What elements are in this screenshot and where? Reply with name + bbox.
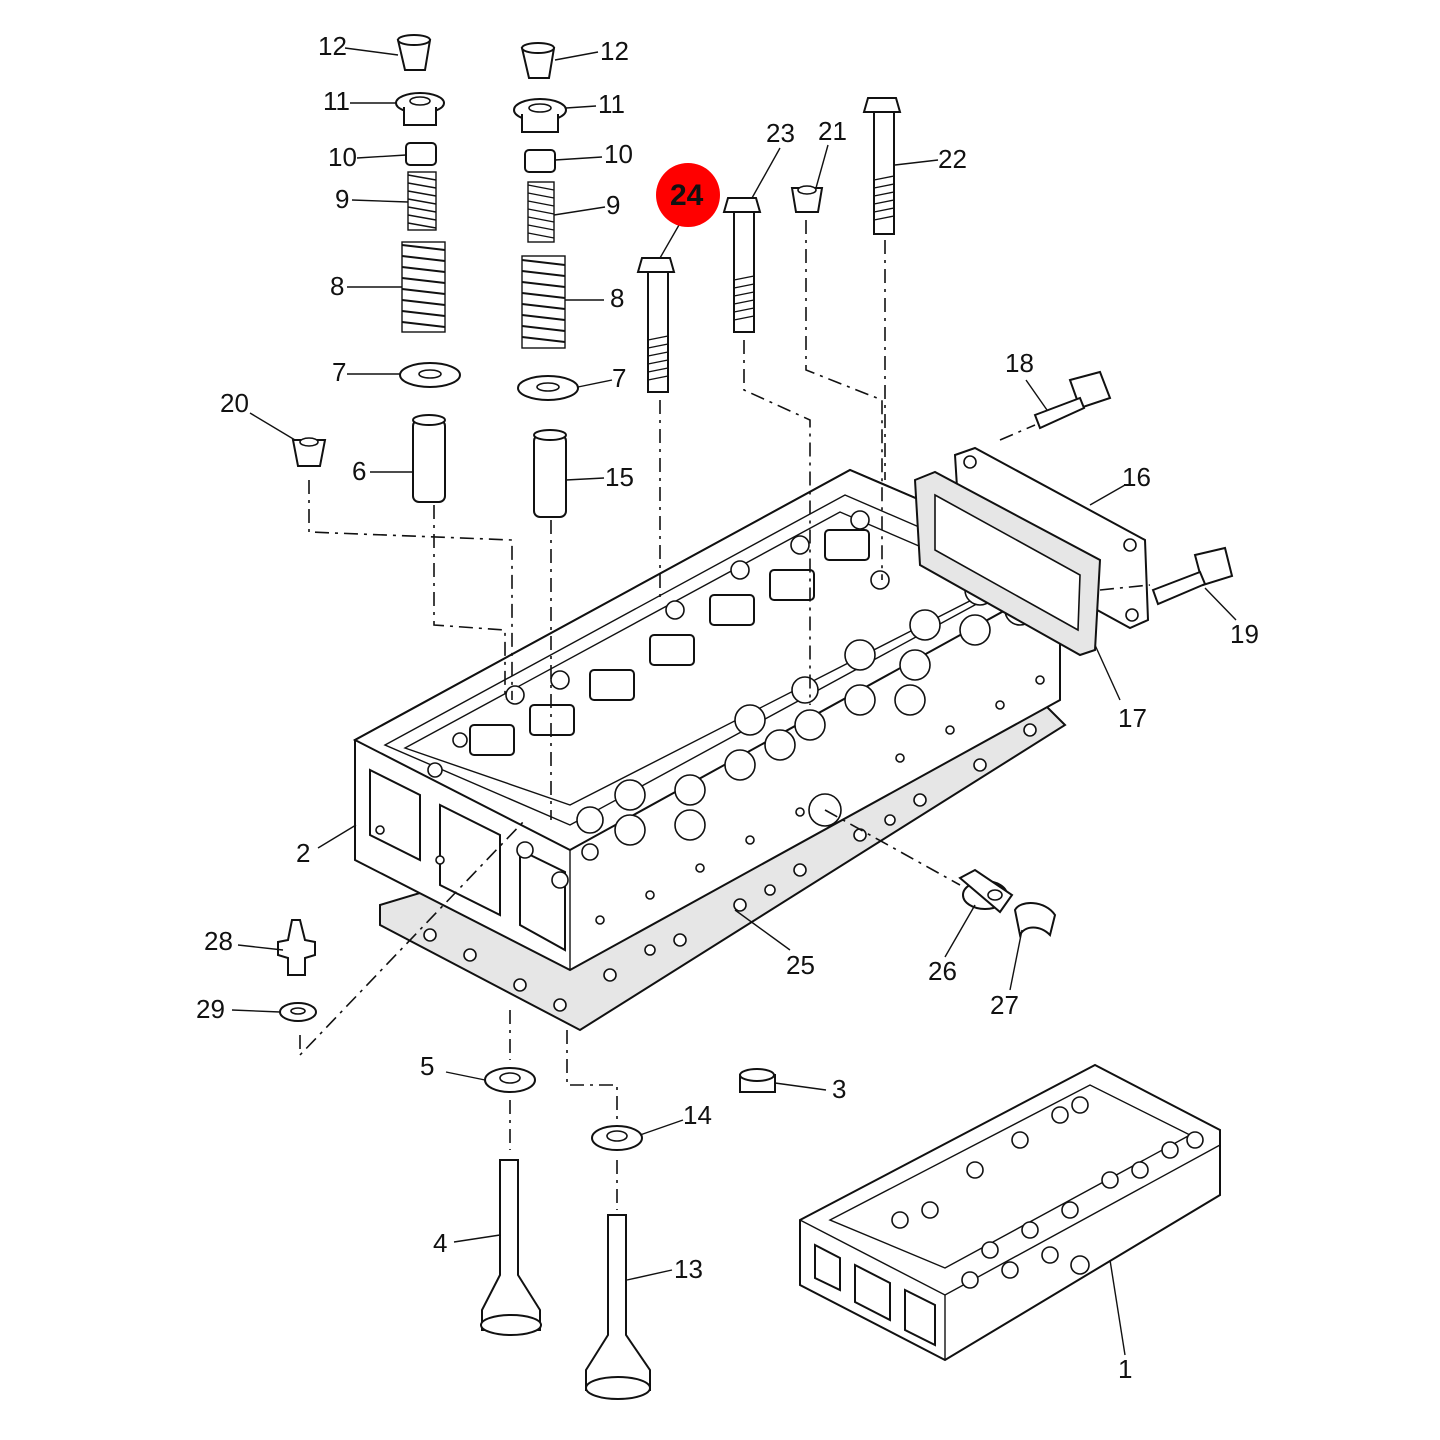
callout-labels: 12 12 11 11 10 10 9 9 8 8 7 7 6 15 20 24…: [196, 31, 1259, 1384]
callout-7-right: 7: [612, 363, 626, 393]
alignment-lines: [299, 220, 1151, 1210]
callout-8-left: 8: [330, 271, 344, 301]
plug-20: [291, 437, 327, 467]
leader-lines: [231, 47, 1237, 1356]
callout-10-right: 10: [604, 139, 633, 169]
callout-21: 21: [818, 116, 847, 146]
fitting-26: [958, 868, 1014, 914]
valve-seal-5: [484, 1067, 536, 1093]
callout-4: 4: [433, 1228, 447, 1258]
callout-1: 1: [1118, 1354, 1132, 1384]
callout-14: 14: [683, 1100, 712, 1130]
callout-12-right: 12: [600, 36, 629, 66]
bolt-22: [862, 97, 902, 235]
callout-29: 29: [196, 994, 225, 1024]
callout-16: 16: [1122, 462, 1151, 492]
highlight-marker: [656, 163, 720, 227]
inlet-valve: [585, 1214, 651, 1400]
callout-2: 2: [296, 838, 310, 868]
callout-22: 22: [938, 144, 967, 174]
callout-3: 3: [832, 1074, 846, 1104]
callout-23: 23: [766, 118, 795, 148]
bolt-18: [1033, 370, 1112, 430]
callout-19: 19: [1230, 619, 1259, 649]
gasket-17: [913, 470, 1102, 657]
washer-29: [279, 1002, 317, 1022]
bolt-19: [1151, 546, 1234, 606]
callout-24: 24: [670, 179, 704, 212]
callout-9-right: 9: [606, 190, 620, 220]
callout-8-right: 8: [610, 283, 624, 313]
plug-21: [790, 185, 824, 213]
callout-15: 15: [605, 462, 634, 492]
callout-7-left: 7: [332, 357, 346, 387]
exhaust-valve: [480, 1159, 542, 1336]
bolt-24: [636, 257, 676, 393]
callout-11-left: 11: [323, 86, 350, 116]
sensor-28: [277, 919, 316, 976]
plug-3: [739, 1068, 776, 1093]
callout-9-left: 9: [335, 184, 349, 214]
callout-10-left: 10: [328, 142, 357, 172]
bolt-23: [722, 197, 762, 333]
left-valve-stack: [395, 34, 461, 503]
valve-seal-14: [591, 1125, 643, 1151]
callout-25: 25: [786, 950, 815, 980]
callout-5: 5: [420, 1051, 434, 1081]
callout-27: 27: [990, 990, 1019, 1020]
callout-26: 26: [928, 956, 957, 986]
callout-28: 28: [204, 926, 233, 956]
right-valve-stack: [513, 42, 579, 518]
cylinder-head-assembly-thumbnail: [799, 1063, 1221, 1362]
clip-27: [1013, 902, 1057, 939]
callout-20: 20: [220, 388, 249, 418]
callout-13: 13: [674, 1254, 703, 1284]
callout-6: 6: [352, 456, 366, 486]
callout-18: 18: [1005, 348, 1034, 378]
callout-17: 17: [1118, 703, 1147, 733]
callout-11-right: 11: [598, 89, 625, 119]
callout-12-left: 12: [318, 31, 347, 61]
cylinder-head: [352, 468, 1061, 972]
